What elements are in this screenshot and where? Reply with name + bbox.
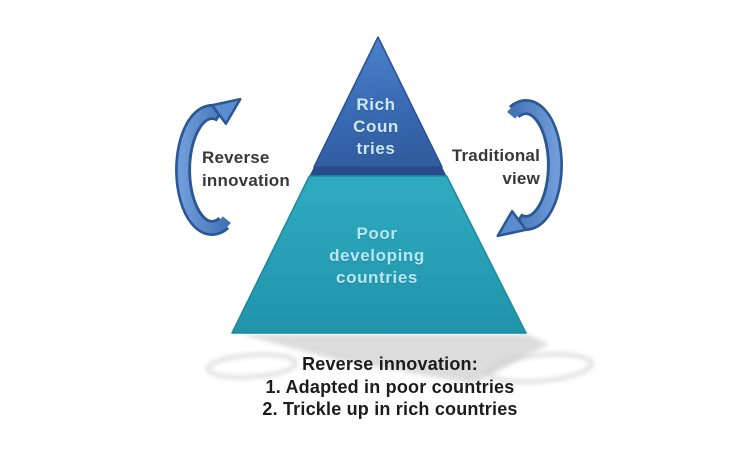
pyramid-bottom-label: Poor developing countries xyxy=(329,224,425,287)
caption-block: Reverse innovation: 1. Adapted in poor c… xyxy=(170,353,610,420)
pyramid xyxy=(231,36,527,334)
pyramid-divider-band xyxy=(309,167,447,176)
caption-item: 1. Adapted in poor countries xyxy=(265,377,515,397)
left-swirl-shadow xyxy=(206,352,298,380)
pyramid-cast-shadow xyxy=(240,334,549,384)
right-swirl-shadow xyxy=(486,352,594,384)
pyramid-bottom-section xyxy=(231,175,527,334)
reverse-innovation-label: Reverse innovation xyxy=(202,148,290,190)
caption-item: 2. Trickle up in rich countries xyxy=(262,399,518,419)
pyramid-top-label: Rich Coun tries xyxy=(353,95,399,158)
caption-title: Reverse innovation: xyxy=(302,354,478,374)
traditional-view-label: Traditional view xyxy=(451,146,540,188)
shadow-group xyxy=(206,334,594,384)
